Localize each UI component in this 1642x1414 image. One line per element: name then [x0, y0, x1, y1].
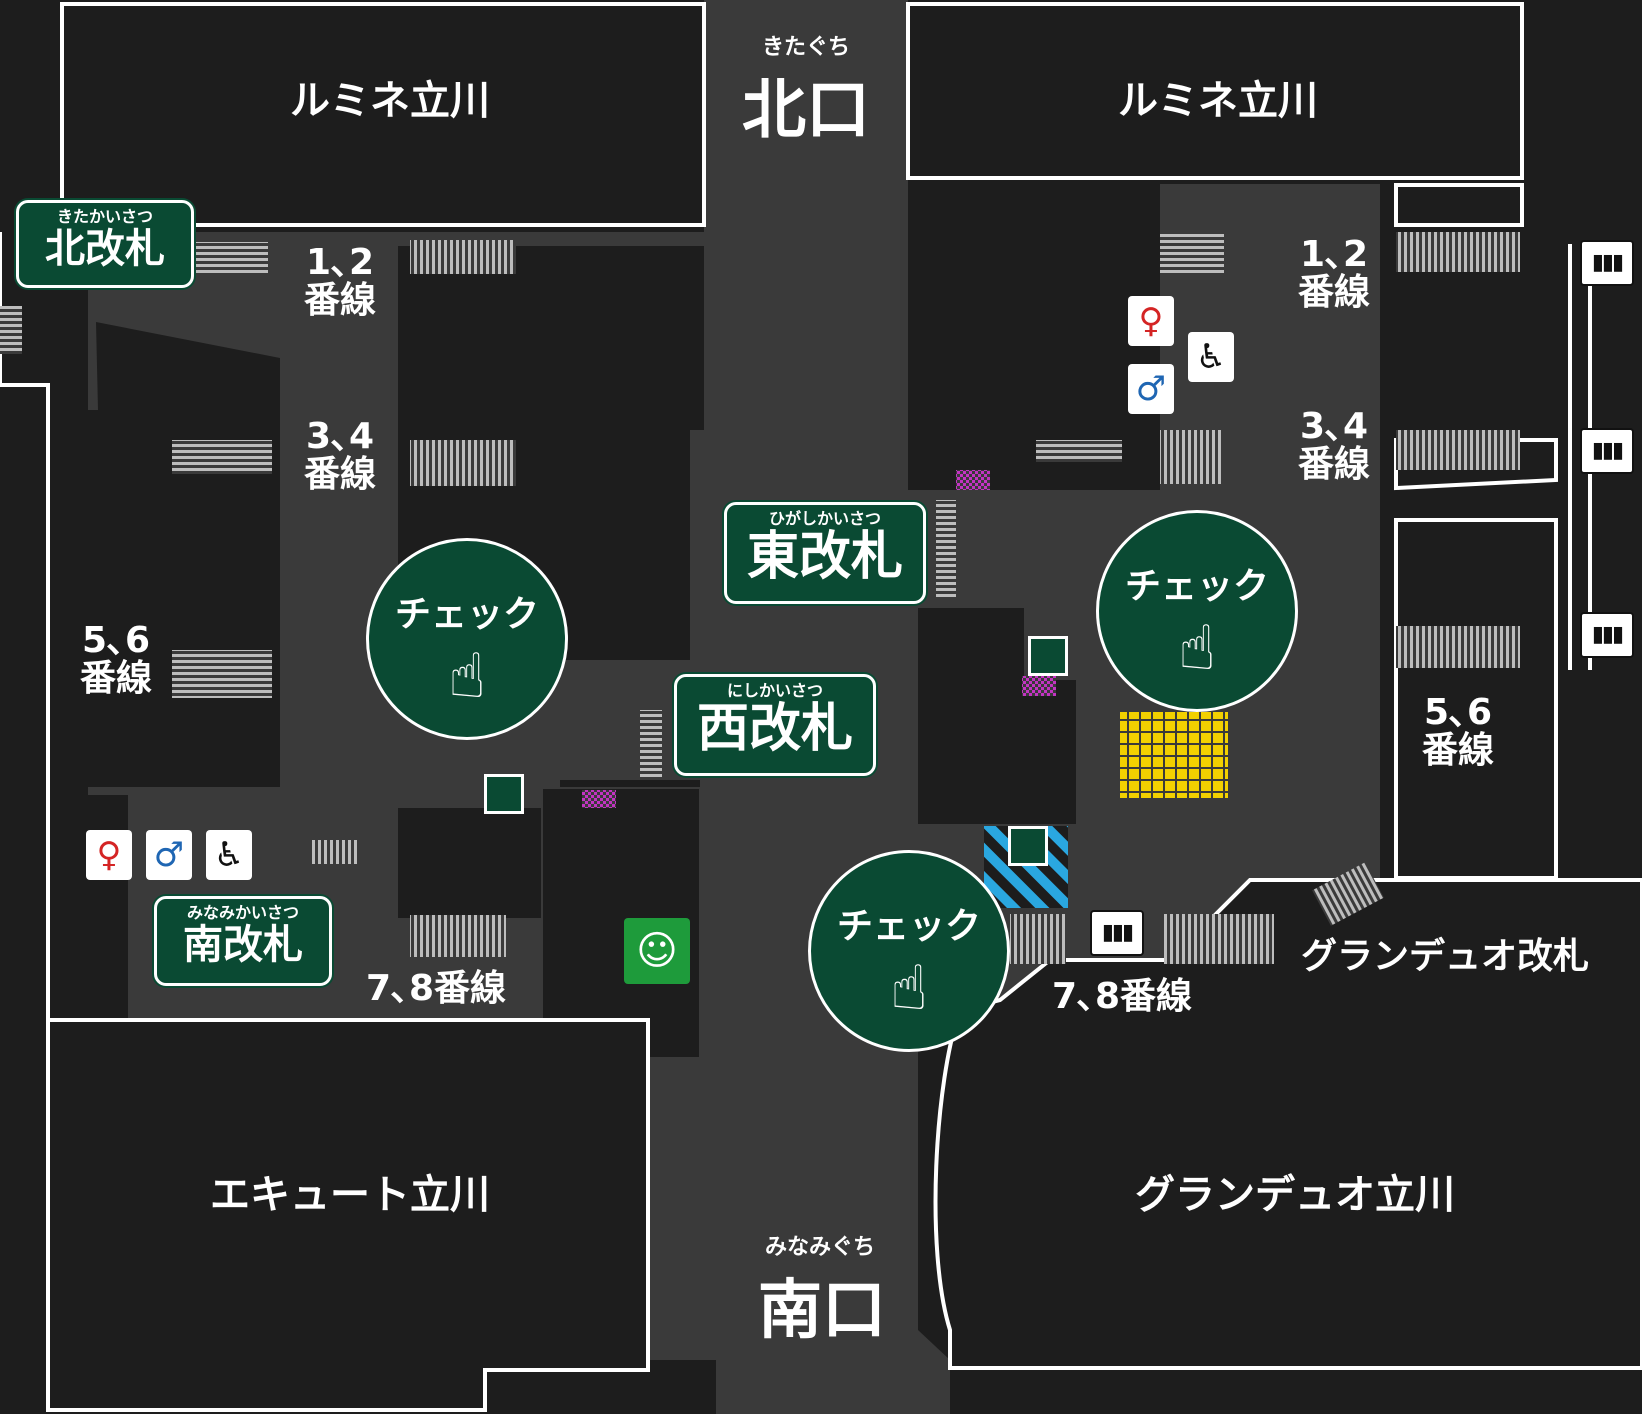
wheelchair-icon: ♿: [206, 830, 252, 880]
platform-west-3-4-num: 3､4: [305, 416, 375, 457]
gate-east-label: 東改札: [746, 527, 903, 587]
gate-north[interactable]: きたかいさつ 北改札: [16, 200, 194, 288]
platform-west-3-4: 3､4 番線: [290, 418, 390, 494]
gate-north-ruby: きたかいさつ: [56, 207, 153, 226]
gate-south-ruby: みなみかいさつ: [186, 903, 299, 922]
restroom-men-icon: ♂: [1128, 364, 1174, 414]
gate-west-ruby: にしかいさつ: [726, 681, 823, 700]
elevator-icon: ▮▮▮: [1580, 240, 1634, 286]
restroom-women-icon: ♀: [1128, 296, 1174, 346]
elevator-icon: ▮▮▮: [1090, 910, 1144, 956]
platform-west-7-8: 7､8番線: [365, 968, 507, 1009]
gate-west-label: 西改札: [696, 699, 853, 759]
wheelchair-icon: ♿: [1188, 332, 1234, 382]
check-bubble-south-label: チェック: [836, 906, 981, 947]
platform-east-5-6-word: 番線: [1421, 729, 1494, 771]
check-bubble-east[interactable]: チェック ☝: [1096, 510, 1298, 712]
gate-granduo-label: グランデュオ改札: [1300, 936, 1589, 977]
building-ecute: エキュート立川: [210, 1172, 490, 1218]
platform-west-5-6-num: 5､6: [81, 620, 151, 661]
check-bubble-south[interactable]: チェック ☝: [808, 850, 1010, 1052]
gate-east-ruby: ひがしかいさつ: [768, 509, 881, 528]
platform-east-7-8: 7､8番線: [1051, 976, 1193, 1017]
platform-east-1-2-word: 番線: [1297, 271, 1370, 313]
south-exit-ruby: みなみぐち: [764, 1235, 875, 1260]
restroom-women-icon: ♀: [86, 830, 132, 880]
platform-west-3-4-word: 番線: [303, 453, 376, 495]
check-bubble-west[interactable]: チェック ☝: [366, 538, 568, 740]
platform-west-1-2-num: 1､2: [305, 242, 375, 283]
building-granduo: グランデュオ立川: [1135, 1172, 1455, 1218]
check-spot-east[interactable]: [1028, 636, 1068, 676]
lounge-icon: ☺: [624, 918, 690, 984]
north-exit-label: 北口: [742, 74, 870, 148]
pointing-hand-icon: ☝: [448, 639, 486, 712]
platform-west-5-6-word: 番線: [79, 657, 152, 699]
platform-west-1-2-word: 番線: [303, 279, 376, 321]
platform-east-3-4: 3､4 番線: [1284, 408, 1384, 484]
gate-south-label: 南改札: [183, 922, 303, 968]
check-bubble-east-label: チェック: [1124, 566, 1269, 607]
platform-east-5-6-num: 5､6: [1423, 692, 1493, 733]
gate-east[interactable]: ひがしかいさつ 東改札: [724, 502, 926, 604]
pointing-hand-icon: ☝: [890, 951, 928, 1024]
platform-west-1-2: 1､2 番線: [290, 244, 390, 320]
platform-east-5-6: 5､6 番線: [1408, 694, 1508, 770]
platform-east-1-2-num: 1､2: [1299, 234, 1369, 275]
platform-west-5-6: 5､6 番線: [66, 622, 166, 698]
gate-north-label: 北改札: [45, 226, 165, 272]
platform-east-1-2: 1､2 番線: [1284, 236, 1384, 312]
south-exit-label: 南口: [758, 1274, 886, 1348]
north-exit-ruby: きたぐち: [761, 35, 850, 60]
platform-east-3-4-word: 番線: [1297, 443, 1370, 485]
elevator-icon: ▮▮▮: [1580, 428, 1634, 474]
restroom-men-icon: ♂: [146, 830, 192, 880]
building-lumine-west: ルミネ立川: [290, 78, 490, 124]
check-bubble-west-label: チェック: [394, 594, 539, 635]
elevator-icon: ▮▮▮: [1580, 612, 1634, 658]
building-lumine-east: ルミネ立川: [1118, 78, 1318, 124]
gate-west[interactable]: にしかいさつ 西改札: [674, 674, 876, 776]
pointing-hand-icon: ☝: [1178, 611, 1216, 684]
check-spot-south[interactable]: [1008, 826, 1048, 866]
gate-south[interactable]: みなみかいさつ 南改札: [154, 896, 332, 986]
check-spot-west[interactable]: [484, 774, 524, 814]
platform-east-3-4-num: 3､4: [1299, 406, 1369, 447]
